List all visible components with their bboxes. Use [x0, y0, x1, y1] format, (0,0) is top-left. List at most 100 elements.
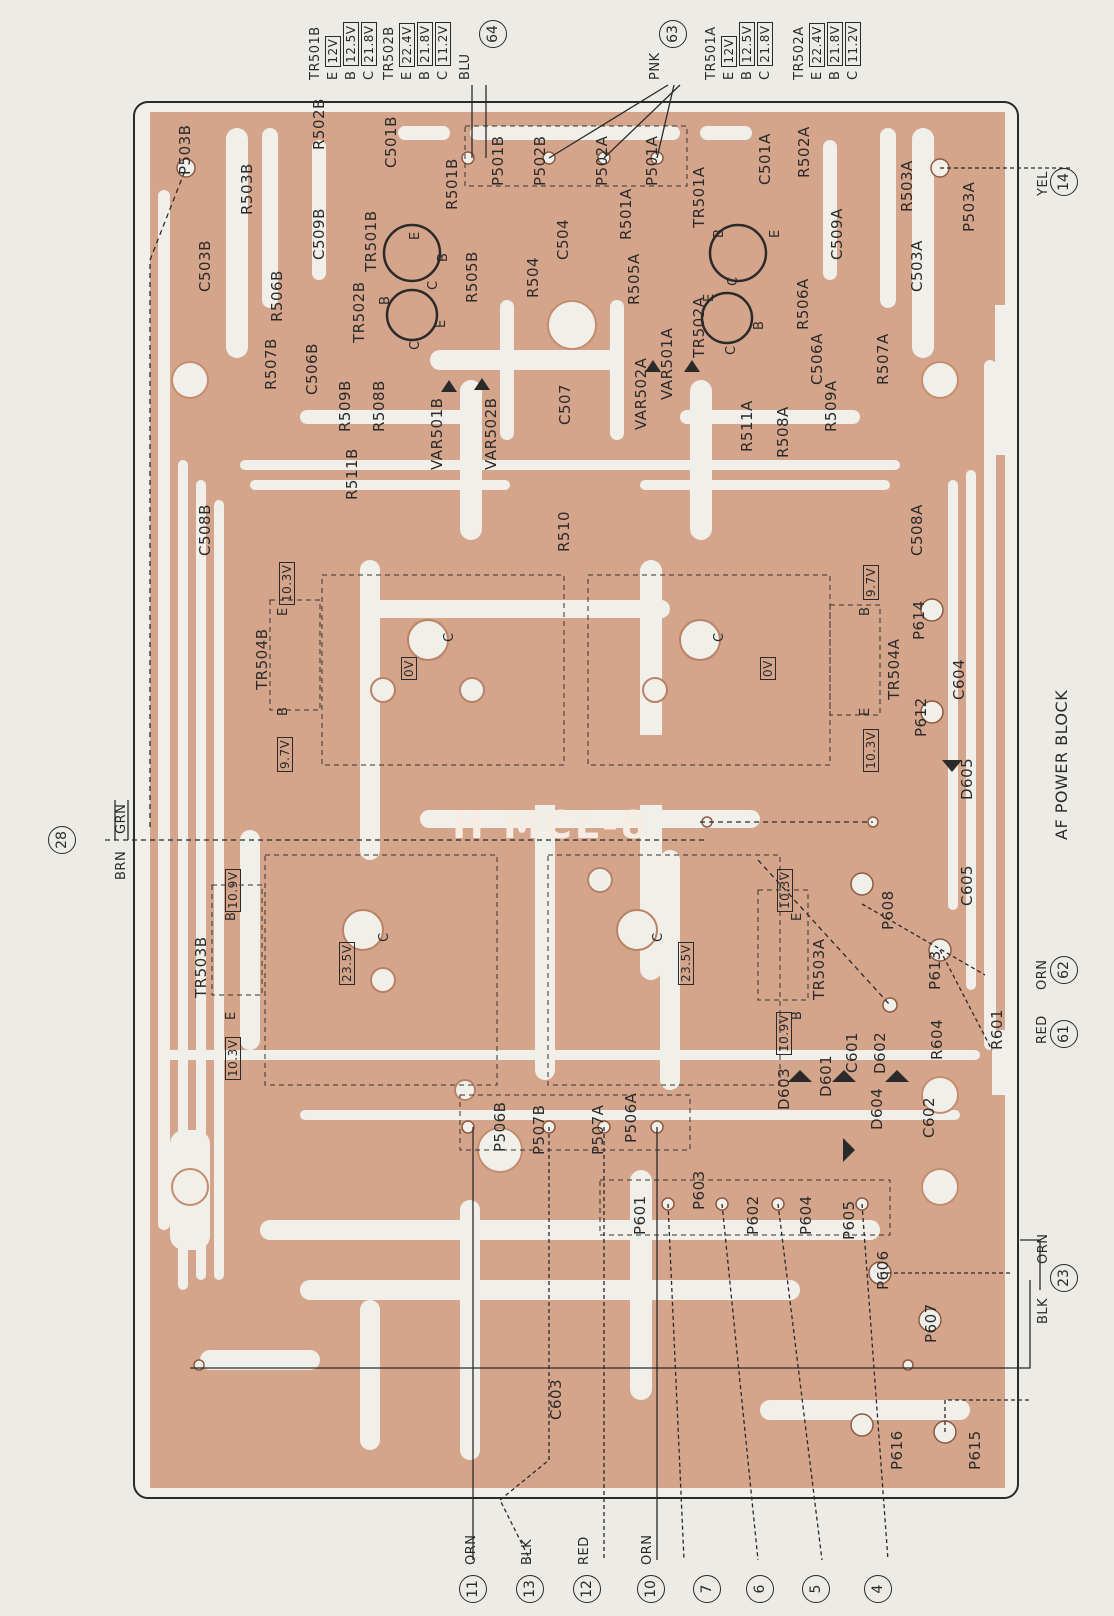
pin-b-tr501a: B — [712, 228, 727, 238]
label-r505b: R505B — [463, 251, 481, 303]
pin-c-tr503b: C — [377, 932, 392, 942]
label-r506b: R506B — [268, 270, 286, 322]
label-p614: P614 — [910, 600, 928, 640]
connector-63: 63 — [659, 20, 687, 48]
connector-28: 28 — [48, 826, 76, 854]
label-tr503b: TR503B — [192, 936, 210, 998]
connector-12: 12 — [573, 1575, 601, 1603]
label-r509b: R509B — [336, 380, 354, 432]
label-p612: P612 — [912, 697, 930, 737]
connector-14: 14 — [1050, 168, 1078, 196]
wire-label-grn: GRN — [114, 803, 129, 834]
label-r503a: R503A — [898, 160, 916, 212]
pin-c-tr502a: C — [724, 345, 739, 355]
label-r508a: R508A — [774, 406, 792, 458]
label-r502a: R502A — [795, 126, 813, 178]
voltage-tr504a-b: 9.7V — [860, 564, 879, 600]
table-tr502a-c: C 11.2V — [845, 22, 861, 80]
label-p507a: P507A — [589, 1104, 607, 1155]
voltage-tr504b-e: 10.3V — [276, 561, 295, 605]
label-c605: C605 — [958, 864, 976, 906]
table-tr502b-c: C 11.2V — [435, 22, 451, 80]
pin-e-tr502a: E — [702, 293, 717, 302]
connector-13: 13 — [516, 1575, 544, 1603]
label-p503a: P503A — [960, 181, 978, 232]
label-c602: C602 — [920, 1096, 938, 1138]
label-c509a: C509A — [828, 208, 846, 260]
pin-c-tr501b: C — [426, 280, 441, 290]
label-r511b: R511B — [343, 448, 361, 500]
board-gaps — [158, 126, 996, 1460]
logo-plate — [450, 735, 680, 805]
wire-label-red-12: RED — [577, 1536, 592, 1565]
pin-b-tr503b: B — [224, 911, 239, 921]
label-c503b: C503B — [196, 240, 214, 292]
wire-label-pnk: PNK — [648, 52, 663, 80]
pin-c-tr504a: C — [712, 632, 727, 642]
table-tr502b-b: B 21.8V — [417, 22, 433, 80]
label-r501a: R501A — [617, 188, 635, 240]
voltage-23-5v-left: 23.5V — [336, 941, 355, 985]
label-c501a: C501A — [756, 133, 774, 185]
wire-label-red-61: RED — [1035, 1015, 1050, 1044]
connector-62: 62 — [1050, 956, 1078, 984]
connector-5: 5 — [802, 1575, 830, 1603]
solder-pads — [176, 151, 957, 1444]
label-d604: D604 — [868, 1087, 886, 1130]
label-tr501a: TR501A — [690, 166, 708, 228]
label-p506b: P506B — [491, 1101, 509, 1152]
label-r503b: R503B — [238, 163, 256, 215]
wire-label-blk-23: BLK — [1036, 1297, 1051, 1324]
label-p607: P607 — [922, 1303, 940, 1343]
pin-e-tr504b: E — [276, 607, 291, 616]
label-var502b: VAR502B — [482, 397, 500, 470]
voltage-tr503a-e: 10.3V — [774, 868, 793, 912]
label-p501b: P501B — [489, 135, 507, 186]
pin-e-tr501b: E — [408, 231, 423, 240]
label-c501b: C501B — [382, 116, 400, 168]
label-c507: C507 — [556, 383, 574, 425]
connector-61: 61 — [1050, 1020, 1078, 1048]
label-r505a: R505A — [625, 253, 643, 305]
label-tr503a: TR503A — [810, 938, 828, 1000]
wire-label-orn-62: ORN — [1035, 959, 1050, 991]
label-r507a: R507A — [874, 333, 892, 385]
table-tr502a-b: B 21.8V — [827, 22, 843, 80]
mounting-holes — [171, 300, 959, 1206]
table-tr502a-title: TR502A — [792, 26, 807, 80]
label-p615: P615 — [966, 1430, 984, 1470]
connector-23: 23 — [1050, 1264, 1078, 1292]
label-p506a: P506A — [622, 1092, 640, 1143]
voltage-23-5v-right: 23.5V — [675, 941, 694, 985]
label-p608: P608 — [879, 890, 897, 930]
voltage-0v-right: 0V — [757, 657, 776, 680]
label-r509a: R509A — [822, 380, 840, 432]
wire-label-orn-10: ORN — [640, 1534, 655, 1566]
pin-b-tr504b: B — [276, 706, 291, 716]
label-c508a: C508A — [908, 504, 926, 556]
pin-b-tr502b: B — [378, 295, 393, 305]
connector-10: 10 — [637, 1575, 665, 1603]
label-c603: C603 — [547, 1378, 565, 1420]
label-d605: D605 — [958, 757, 976, 800]
label-r511a: R511A — [738, 400, 756, 452]
connector-4: 4 — [864, 1575, 892, 1603]
label-r508b: R508B — [370, 380, 388, 432]
label-c504: C504 — [554, 218, 572, 260]
label-tr501b: TR501B — [362, 210, 380, 272]
table-tr501b-c: C 21.8V — [361, 22, 377, 80]
label-r510: R510 — [555, 510, 573, 552]
table-tr501a-title: TR501A — [704, 26, 719, 80]
connector-11: 11 — [459, 1575, 487, 1603]
label-tr504a: TR504A — [885, 638, 903, 700]
label-c604: C604 — [950, 658, 968, 700]
label-c509b: C509B — [310, 208, 328, 260]
table-tr501b-b: B 12.5V — [343, 22, 359, 80]
pin-e-tr503a: E — [790, 912, 805, 921]
label-d602: D602 — [871, 1031, 889, 1074]
voltage-tr503b-e: 10.3V — [222, 1036, 241, 1080]
table-tr502b-e: E 22.4V — [399, 23, 415, 80]
wire-label-blu: BLU — [458, 53, 473, 80]
voltage-tr504a-e: 10.3V — [860, 728, 879, 772]
